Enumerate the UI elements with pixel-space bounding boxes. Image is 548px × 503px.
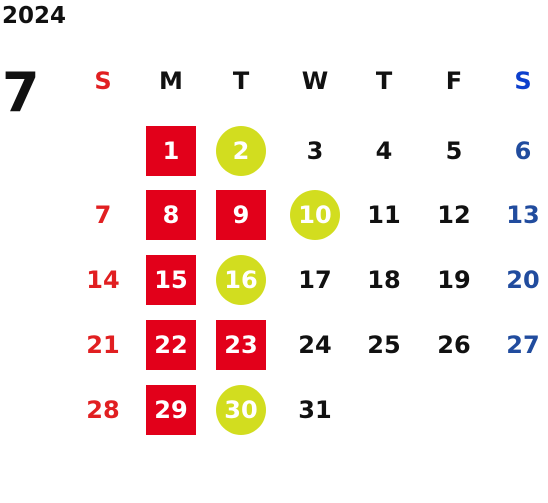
weekday-header: T bbox=[375, 67, 393, 95]
calendar-day[interactable]: 6 bbox=[514, 137, 532, 165]
calendar-day[interactable]: 16 bbox=[216, 255, 266, 305]
weekday-header: M bbox=[159, 67, 183, 95]
calendar-day[interactable]: 17 bbox=[298, 266, 332, 294]
calendar-day[interactable]: 31 bbox=[298, 396, 332, 424]
calendar-day[interactable]: 8 bbox=[146, 190, 196, 240]
calendar-day[interactable]: 13 bbox=[506, 201, 540, 229]
calendar-day[interactable]: 28 bbox=[86, 396, 120, 424]
calendar-day[interactable]: 29 bbox=[146, 385, 196, 435]
calendar-day[interactable]: 3 bbox=[306, 137, 324, 165]
calendar-day[interactable]: 19 bbox=[437, 266, 471, 294]
calendar-day[interactable]: 7 bbox=[94, 201, 112, 229]
weekday-header: S bbox=[94, 67, 112, 95]
calendar-day[interactable]: 30 bbox=[216, 385, 266, 435]
weekday-header: S bbox=[514, 67, 532, 95]
calendar-day[interactable]: 22 bbox=[146, 320, 196, 370]
calendar-day[interactable]: 26 bbox=[437, 331, 471, 359]
calendar-day[interactable]: 20 bbox=[506, 266, 540, 294]
calendar-day[interactable]: 23 bbox=[216, 320, 266, 370]
calendar-day[interactable]: 24 bbox=[298, 331, 332, 359]
calendar-day[interactable]: 9 bbox=[216, 190, 266, 240]
calendar-day[interactable]: 25 bbox=[367, 331, 401, 359]
weekday-header: W bbox=[301, 67, 329, 95]
calendar-day[interactable]: 5 bbox=[445, 137, 463, 165]
calendar-day[interactable]: 1 bbox=[146, 126, 196, 176]
year-label: 2024 bbox=[2, 3, 67, 29]
calendar-day[interactable]: 2 bbox=[216, 126, 266, 176]
calendar-day[interactable]: 11 bbox=[367, 201, 401, 229]
calendar-day[interactable]: 27 bbox=[506, 331, 540, 359]
calendar-day[interactable]: 4 bbox=[375, 137, 393, 165]
calendar-day[interactable]: 21 bbox=[86, 331, 120, 359]
month-number: 7 bbox=[2, 61, 40, 124]
calendar-day[interactable]: 18 bbox=[367, 266, 401, 294]
calendar-day[interactable]: 12 bbox=[437, 201, 471, 229]
calendar-day[interactable]: 10 bbox=[290, 190, 340, 240]
weekday-header: T bbox=[232, 67, 250, 95]
calendar-day[interactable]: 15 bbox=[146, 255, 196, 305]
weekday-header: F bbox=[445, 67, 463, 95]
calendar-day[interactable]: 14 bbox=[86, 266, 120, 294]
